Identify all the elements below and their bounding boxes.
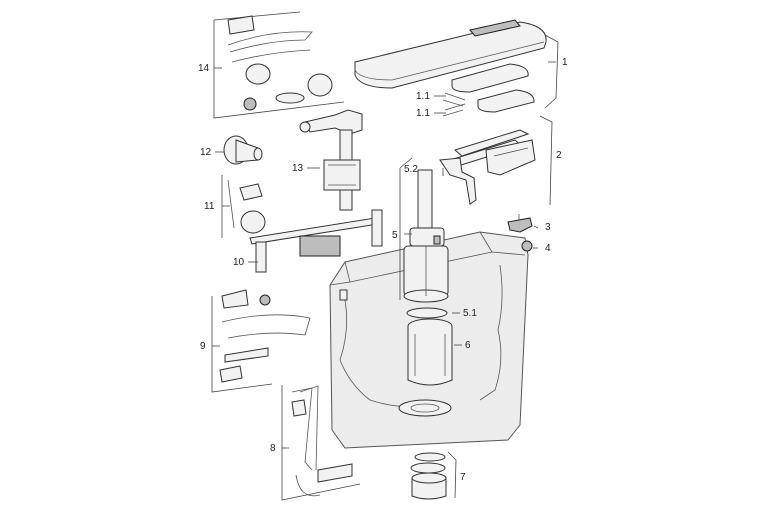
kit-14-frame [213, 11, 345, 119]
label-5: 5 [392, 230, 398, 241]
label-1: 1 [562, 57, 568, 68]
part-5-flush-valve [403, 169, 449, 303]
part-12-knob [223, 135, 263, 165]
part-4-fitting [521, 240, 533, 252]
label-13: 13 [292, 163, 304, 174]
part-1-1-flush-buttons [442, 63, 535, 117]
part-5-1-seal [406, 307, 448, 319]
label-1-1-lower: 1.1 [416, 108, 430, 119]
label-4: 4 [545, 243, 551, 254]
label-6: 6 [465, 340, 471, 351]
label-7: 7 [460, 472, 466, 483]
label-9: 9 [200, 341, 206, 352]
label-5-2: 5.2 [404, 164, 418, 175]
kit-11-frame [221, 175, 266, 238]
part-2-actuator-mechanism [439, 129, 536, 205]
part-3-fitting [507, 214, 533, 233]
label-1-1-upper: 1.1 [416, 91, 430, 102]
part-1-lid [354, 19, 547, 89]
label-12: 12 [200, 147, 212, 158]
label-3: 3 [545, 222, 551, 233]
kit-8-frame [281, 385, 361, 501]
label-11: 11 [204, 201, 215, 212]
kit-9-frame [211, 289, 311, 393]
label-8: 8 [270, 443, 276, 454]
part-10-bracket [249, 209, 383, 273]
leader-lines [212, 34, 559, 499]
label-10: 10 [233, 257, 245, 268]
label-5-1: 5.1 [463, 308, 477, 319]
label-2: 2 [556, 150, 562, 161]
part-7-outlet-nut [410, 452, 447, 500]
part-13-fill-valve [299, 109, 363, 211]
part-6-overflow-pipe [407, 318, 453, 386]
label-14: 14 [198, 63, 210, 74]
